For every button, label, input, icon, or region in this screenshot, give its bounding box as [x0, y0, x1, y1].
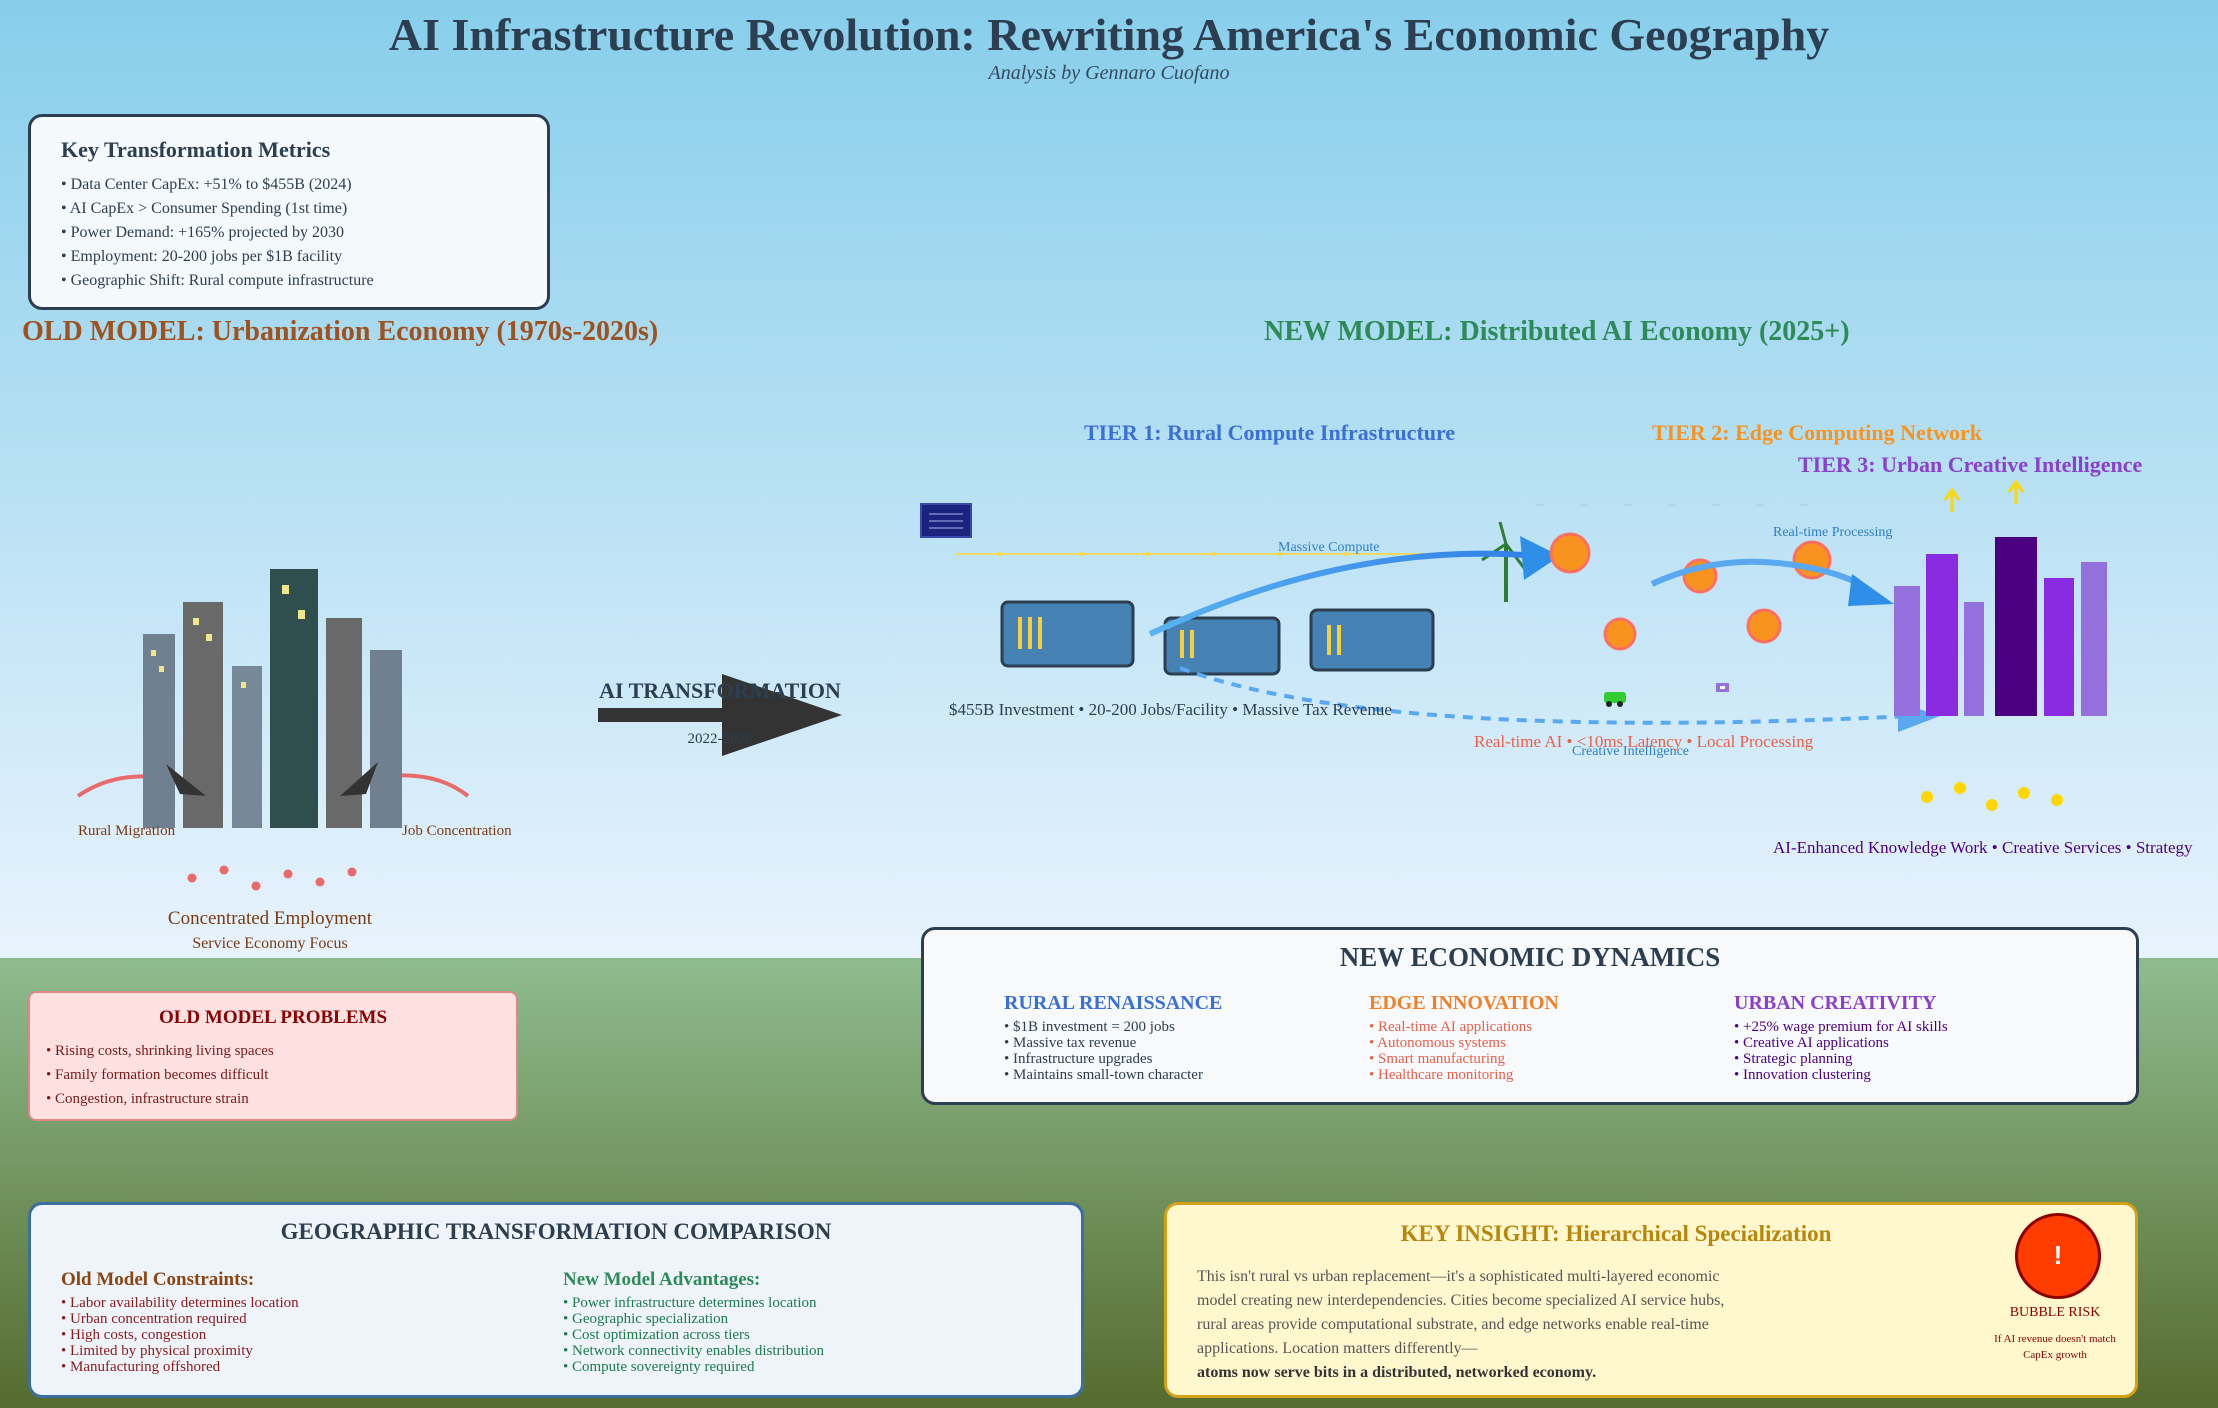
- massive-compute-label: Massive Compute: [1278, 540, 1380, 555]
- dynamics-item: • Innovation clustering: [1734, 1067, 1871, 1083]
- constraint-item: • High costs, congestion: [61, 1327, 207, 1343]
- comparison-title: GEOGRAPHIC TRANSFORMATION COMPARISON: [280, 1219, 832, 1244]
- tier3-caption: AI-Enhanced Knowledge Work • Creative Se…: [1773, 838, 2193, 857]
- dynamics-item: • Healthcare monitoring: [1369, 1067, 1514, 1083]
- advantage-item: • Geographic specialization: [563, 1311, 729, 1327]
- new-model-heading: NEW MODEL: Distributed AI Economy (2025+…: [1264, 316, 1850, 347]
- dynamics-item: • $1B investment = 200 jobs: [1004, 1019, 1175, 1035]
- page-title: AI Infrastructure Revolution: Rewriting …: [388, 9, 1830, 60]
- new-advantages-title: New Model Advantages:: [563, 1269, 761, 1290]
- metric-item: • AI CapEx > Consumer Spending (1st time…: [61, 200, 348, 217]
- old-model-caption-secondary: Service Economy Focus: [192, 935, 348, 952]
- constraint-item: • Limited by physical proximity: [61, 1343, 253, 1359]
- tier3-urban: [1894, 479, 2107, 811]
- dynamics-title: NEW ECONOMIC DYNAMICS: [1339, 942, 1721, 972]
- migration-arrow-left: [166, 764, 206, 796]
- old-model-heading: OLD MODEL: Urbanization Economy (1970s-2…: [22, 316, 659, 347]
- dynamics-item: • Real-time AI applications: [1369, 1019, 1533, 1035]
- migration-arrow-right: [340, 762, 378, 796]
- bubble-risk-title: BUBBLE RISK: [2009, 1305, 2101, 1320]
- problem-item: • Family formation becomes difficult: [46, 1067, 269, 1083]
- tier1-caption: $455B Investment • 20-200 Jobs/Facility …: [949, 700, 1392, 719]
- dynamics-column-rural: RURAL RENAISSANCE • $1B investment = 200…: [1004, 992, 1344, 1083]
- transformation-years: 2022-2026: [687, 731, 753, 747]
- dynamics-item: • Maintains small-town character: [1004, 1067, 1203, 1083]
- key-insight-card: KEY INSIGHT: Hierarchical Specialization…: [1164, 1202, 2138, 1398]
- metrics-title: Key Transformation Metrics: [61, 137, 331, 162]
- dynamics-item: • Massive tax revenue: [1004, 1035, 1137, 1051]
- tier1-compute: [920, 503, 1940, 732]
- dynamics-item: • Smart manufacturing: [1369, 1051, 1506, 1067]
- job-concentration-label: Job Concentration: [402, 823, 512, 839]
- insight-body-bold: atoms now serve bits in a distributed, n…: [1197, 1364, 1597, 1381]
- data-center-3: [1309, 608, 1435, 672]
- advantage-item: • Power infrastructure determines locati…: [563, 1295, 817, 1311]
- new-economic-dynamics-card: NEW ECONOMIC DYNAMICS RURAL RENAISSANCE …: [921, 927, 2139, 1105]
- transformation-arrow: [598, 674, 842, 756]
- tier2-label: TIER 2: Edge Computing Network: [1652, 420, 1983, 445]
- dynamics-item: • Autonomous systems: [1369, 1035, 1506, 1051]
- transformation-label: AI TRANSFORMATION: [599, 678, 841, 703]
- metric-item: • Data Center CapEx: +51% to $455B (2024…: [61, 176, 352, 193]
- old-model-city: [76, 569, 470, 891]
- problems-title: OLD MODEL PROBLEMS: [158, 1007, 388, 1028]
- insight-body-text: This isn't rural vs urban replacement—it…: [1197, 1268, 1725, 1357]
- bubble-risk-text: If AI revenue doesn't match CapEx growth: [1994, 1333, 2116, 1361]
- old-constraints-title: Old Model Constraints:: [61, 1269, 255, 1290]
- page-subtitle: Analysis by Gennaro Cuofano: [988, 62, 1230, 84]
- realtime-processing-label: Real-time Processing: [1773, 525, 1893, 540]
- dynamics-item: • Infrastructure upgrades: [1004, 1051, 1153, 1067]
- insight-body: This isn't rural vs urban replacement—it…: [1197, 1265, 1757, 1385]
- data-center-1: [1000, 600, 1135, 668]
- rural-migration-label: Rural Migration: [78, 823, 176, 839]
- advantage-item: • Cost optimization across tiers: [563, 1327, 750, 1343]
- idea-arrow-icon: [1943, 479, 2025, 512]
- tier3-label: TIER 3: Urban Creative Intelligence: [1798, 452, 2143, 477]
- problem-item: • Rising costs, shrinking living spaces: [46, 1043, 274, 1059]
- dynamics-item: • Strategic planning: [1734, 1051, 1853, 1067]
- advantage-item: • Network connectivity enables distribut…: [563, 1343, 825, 1359]
- metric-item: • Employment: 20-200 jobs per $1B facili…: [61, 248, 343, 265]
- edge-node: [1549, 532, 1591, 574]
- tier1-label: TIER 1: Rural Compute Infrastructure: [1084, 420, 1456, 445]
- compute-flow-arrow: [1148, 550, 1539, 637]
- old-constraints-column: Old Model Constraints: • Labor availabil…: [61, 1269, 541, 1375]
- new-advantages-column: New Model Advantages: • Power infrastruc…: [563, 1269, 1043, 1375]
- dynamics-column-urban: URBAN CREATIVITY • +25% wage premium for…: [1734, 992, 2074, 1083]
- advantage-item: • Compute sovereignty required: [563, 1359, 755, 1375]
- problem-item: • Congestion, infrastructure strain: [46, 1091, 249, 1107]
- constraint-item: • Manufacturing offshored: [61, 1359, 221, 1375]
- autonomous-vehicle-icon: [1604, 692, 1626, 703]
- tier2-edge: [1536, 504, 1894, 707]
- metric-item: • Power Demand: +165% projected by 2030: [61, 224, 345, 241]
- constraint-item: • Urban concentration required: [61, 1311, 247, 1327]
- tier2-caption: Real-time AI • <10ms Latency • Local Pro…: [1474, 732, 1814, 751]
- dynamics-item: • +25% wage premium for AI skills: [1734, 1019, 1948, 1035]
- edge-node: [1603, 617, 1637, 651]
- geographic-comparison-card: GEOGRAPHIC TRANSFORMATION COMPARISON Old…: [28, 1202, 1084, 1398]
- old-model-problems-card: OLD MODEL PROBLEMS • Rising costs, shrin…: [28, 991, 518, 1121]
- insight-title: KEY INSIGHT: Hierarchical Specialization: [1400, 1221, 1832, 1246]
- metric-item: • Geographic Shift: Rural compute infras…: [61, 272, 374, 289]
- bubble-risk-icon: !: [2015, 1213, 2101, 1299]
- edge-node: [1746, 608, 1782, 644]
- dynamics-column-title: URBAN CREATIVITY: [1734, 992, 1937, 1014]
- dynamics-column-edge: EDGE INNOVATION • Real-time AI applicati…: [1369, 992, 1709, 1083]
- old-model-caption: Concentrated Employment: [167, 908, 373, 929]
- dynamics-column-title: EDGE INNOVATION: [1369, 992, 1559, 1014]
- constraint-item: • Labor availability determines location: [61, 1295, 299, 1311]
- dynamics-column-title: RURAL RENAISSANCE: [1004, 992, 1223, 1014]
- dynamics-item: • Creative AI applications: [1734, 1035, 1889, 1051]
- metrics-card: Key Transformation Metrics • Data Center…: [28, 114, 550, 310]
- creative-intelligence-label: Creative Intelligence: [1572, 744, 1689, 759]
